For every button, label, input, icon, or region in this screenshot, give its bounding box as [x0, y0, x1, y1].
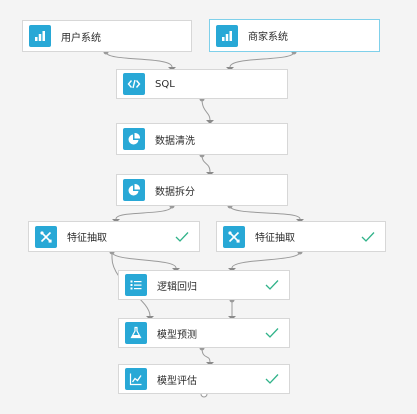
edge-merchant-to-sql	[229, 51, 295, 68]
node-feature-extraction-right[interactable]: 特征抽取	[216, 221, 386, 252]
node-label: 用户系统	[61, 32, 101, 44]
arrow-head	[206, 120, 214, 124]
tools-icon	[35, 225, 57, 248]
tools-icon	[223, 225, 245, 248]
edge-sql-to-clean	[201, 98, 211, 121]
flask-icon	[125, 322, 147, 344]
node-label: 特征抽取	[67, 233, 107, 244]
edge-user-to-sql	[105, 51, 173, 68]
check-icon	[361, 231, 375, 242]
node-label: 数据清洗	[155, 135, 195, 147]
code-icon	[123, 73, 145, 95]
edge-predict-to-eval	[201, 347, 211, 363]
node-label: 模型评估	[157, 375, 197, 387]
check-icon	[265, 280, 279, 290]
edge-feature-right-to-logistic	[231, 251, 301, 269]
node-data-split[interactable]: 数据拆分	[116, 174, 288, 206]
check-icon	[265, 328, 279, 338]
node-feature-extraction-left[interactable]: 特征抽取	[28, 221, 200, 252]
node-label: 逻辑回归	[157, 281, 197, 293]
node-label: 特征抽取	[255, 233, 295, 244]
bar-chart-icon	[216, 24, 238, 47]
pie-chart-icon	[123, 128, 145, 150]
node-model-evaluation[interactable]: 模型评估	[118, 364, 290, 394]
line-chart-icon	[125, 368, 147, 390]
node-label: 数据拆分	[155, 186, 195, 198]
node-label: 商家系统	[248, 32, 288, 43]
bar-chart-icon	[29, 25, 51, 47]
node-model-prediction[interactable]: 模型预测	[118, 318, 290, 348]
node-sql[interactable]: SQL	[116, 69, 288, 99]
node-logistic-regression[interactable]: 逻辑回归	[118, 270, 290, 300]
edge-split-to-feature-right	[229, 205, 301, 220]
node-label: 模型预测	[157, 329, 197, 341]
check-icon	[265, 374, 279, 384]
node-data-cleaning[interactable]: 数据清洗	[116, 123, 288, 155]
check-icon	[175, 231, 189, 242]
edge-split-to-feature-left	[115, 205, 173, 220]
edge-feature-left-to-logistic	[111, 251, 177, 269]
node-label: SQL	[155, 78, 175, 90]
list-icon	[125, 274, 147, 296]
pie-chart-icon	[123, 179, 145, 201]
edge-clean-to-split	[201, 154, 211, 173]
node-user-system[interactable]: 用户系统	[22, 20, 192, 52]
node-merchant-system[interactable]: 商家系统	[209, 19, 380, 52]
